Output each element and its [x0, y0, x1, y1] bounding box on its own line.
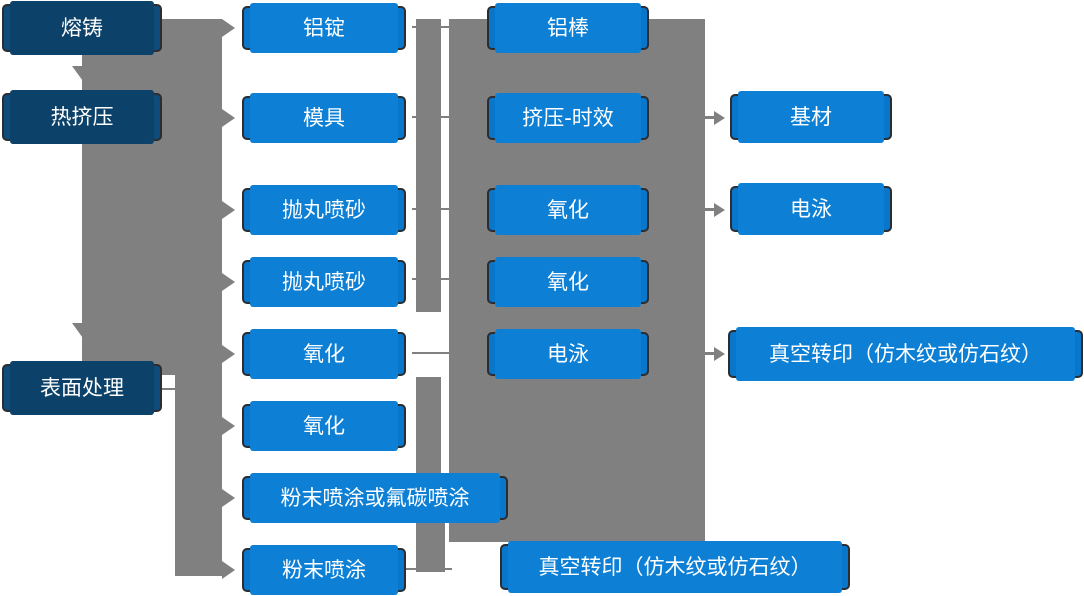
arrowhead-right-icon: [222, 417, 235, 435]
node-paowanpensha-1: 抛丸喷砂: [242, 185, 406, 235]
node-rongzhu: 熔铸: [2, 1, 162, 55]
node-dianyong-1: 电泳: [487, 329, 649, 379]
connector-line: [412, 352, 452, 354]
node-biaomianchuli: 表面处理: [2, 361, 162, 415]
connector-line: [412, 278, 452, 280]
arrow-shaft: [705, 208, 715, 211]
arrow-shaft: [705, 352, 715, 355]
node-paowanpensha-2: 抛丸喷砂: [242, 257, 406, 307]
arrowhead-down-icon: [72, 323, 104, 345]
node-rejiya: 热挤压: [2, 90, 162, 144]
arrowhead-right-icon: [222, 201, 235, 219]
node-jiya-shixiao: 挤压-时效: [487, 93, 649, 143]
node-yanghua-4: 氧化: [487, 257, 649, 307]
node-fenmopentu: 粉末喷涂: [242, 545, 406, 595]
node-yanghua-2: 氧化: [242, 401, 406, 451]
arrowhead-right-icon: [714, 111, 725, 125]
node-jicai: 基材: [730, 91, 892, 143]
arrowhead-right-icon: [222, 345, 235, 363]
arrowhead-right-icon: [222, 561, 235, 579]
connector-line: [412, 26, 452, 28]
connector-band-left-lower: [175, 340, 222, 576]
arrowhead-right-icon: [222, 489, 235, 507]
arrowhead-right-icon: [714, 347, 725, 361]
node-zhenkong-2: 真空转印（仿木纹或仿石纹）: [500, 541, 850, 593]
connector-band-left: [82, 19, 222, 375]
arrowhead-right-icon: [222, 273, 235, 291]
node-lvding: 铝锭: [242, 3, 406, 53]
connector-line: [406, 568, 452, 570]
connector-line: [412, 208, 452, 210]
node-dianyong-2: 电泳: [730, 183, 892, 235]
arrow-shaft: [705, 116, 715, 119]
connector-strip-bottom: [432, 520, 445, 572]
arrowhead-right-icon: [714, 203, 725, 217]
node-lvbang: 铝棒: [487, 3, 649, 53]
node-zhenkong-1: 真空转印（仿木纹或仿石纹）: [728, 327, 1083, 381]
node-yanghua-1: 氧化: [242, 329, 406, 379]
node-yanghua-3: 氧化: [487, 185, 649, 235]
connector-band-middle-upper: [416, 19, 441, 312]
connector-line: [412, 116, 452, 118]
arrowhead-down-icon: [72, 66, 104, 88]
node-muju: 模具: [242, 93, 406, 143]
connector-line: [162, 388, 178, 390]
arrowhead-right-icon: [222, 19, 235, 37]
arrowhead-right-icon: [222, 109, 235, 127]
node-fenmo-futan: 粉末喷涂或氟碳喷涂: [242, 473, 508, 523]
